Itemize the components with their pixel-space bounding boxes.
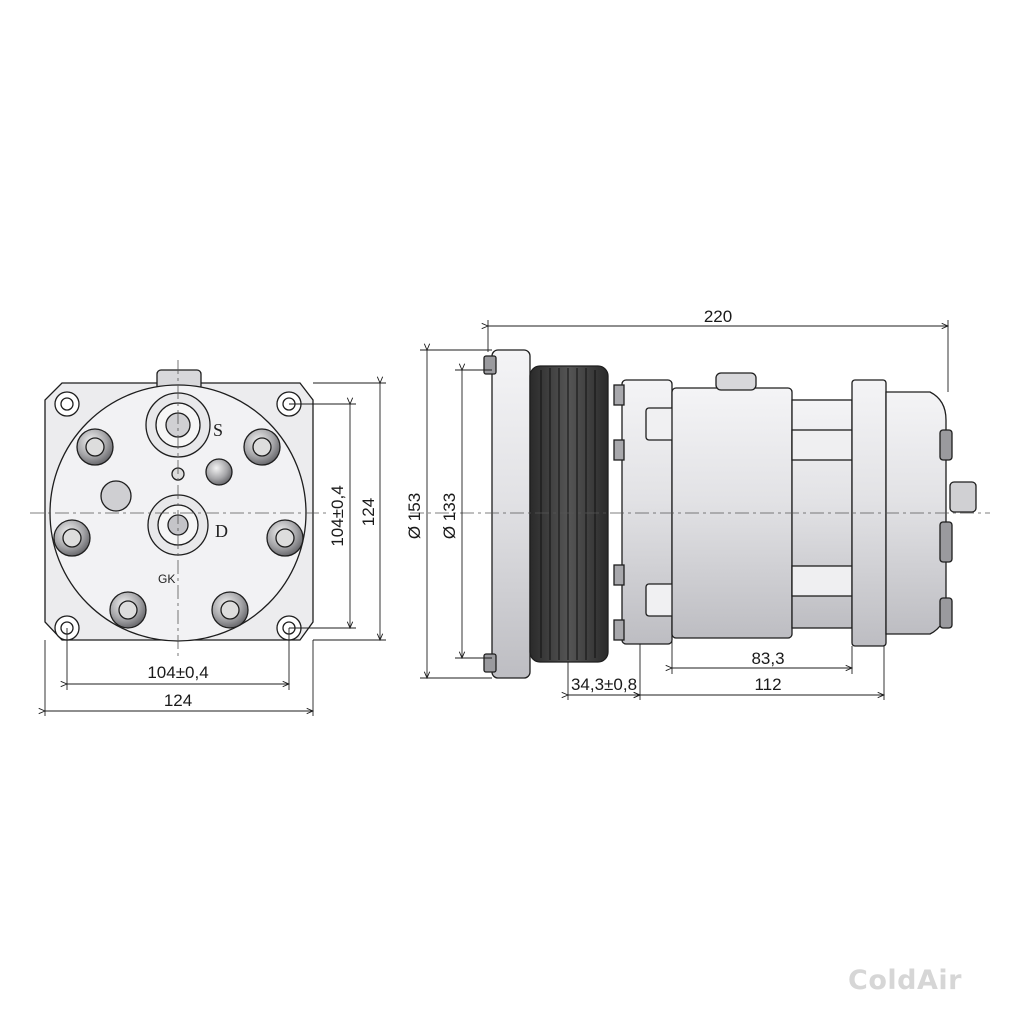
front-head-bolts — [53, 428, 304, 629]
dim-pulley-inner-diameter: Ø 133 — [440, 493, 459, 539]
rear-shaft-cap — [949, 481, 977, 513]
pulley — [529, 365, 609, 663]
dim-mount-span: 83,3 — [751, 649, 784, 668]
side-view — [410, 320, 990, 700]
port-label-s: S — [213, 420, 223, 440]
service-fitting-left — [100, 480, 132, 512]
mark-label-gk: GK — [158, 572, 175, 586]
side-labels: 220 Ø 153 Ø 133 34,3±0,8 112 83,3 — [405, 307, 785, 694]
dim-front-height-inner: 104±0,4 — [328, 485, 347, 546]
service-fitting-right — [205, 458, 233, 486]
dim-body-length: 112 — [754, 675, 781, 694]
dim-pulley-diameter: Ø 153 — [405, 493, 424, 539]
front-labels: S D GK 104±0,4 124 104±0,4 124 — [147, 420, 378, 710]
dim-front-width-outer: 124 — [164, 691, 192, 710]
pulley-grooves — [540, 368, 596, 660]
dim-front-height-outer: 124 — [359, 498, 378, 526]
side-dimensions — [420, 320, 948, 700]
dim-front-width-inner: 104±0,4 — [147, 663, 208, 682]
watermark-logo: ColdAir — [848, 965, 962, 996]
clutch-plate — [491, 349, 531, 679]
front-view — [30, 360, 386, 716]
rear-head-bolts — [939, 429, 953, 629]
port-label-d: D — [215, 521, 228, 541]
dim-total-length: 220 — [704, 307, 732, 326]
front-dimensions — [45, 383, 386, 716]
dim-pulley-offset: 34,3±0,8 — [571, 675, 637, 694]
front-corner-holes — [54, 391, 302, 641]
suction-port — [145, 392, 211, 458]
